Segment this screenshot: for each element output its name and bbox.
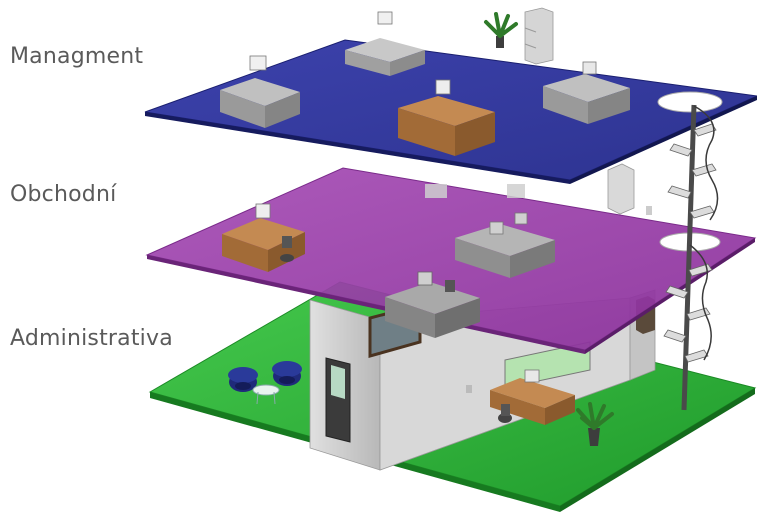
- top-file-cabinet: [524, 7, 554, 65]
- middle-floor-edge-right: [585, 238, 755, 354]
- ground-bin: [466, 385, 472, 393]
- middle-grey-desk-center: [455, 212, 555, 278]
- spiral-staircase: [663, 104, 719, 411]
- door-window: [331, 365, 345, 399]
- floor-label-sales: Obchodní: [10, 182, 117, 207]
- top-grey-desk-left: [220, 55, 300, 128]
- ground-floor-edge-right: [560, 388, 755, 512]
- top-monitor-back: [377, 11, 393, 25]
- middle-floor: [145, 163, 757, 354]
- middle-grey-desk-front: [385, 271, 480, 338]
- top-grey-desk-back: [345, 11, 425, 76]
- ground-plant: [576, 402, 614, 446]
- top-stair-opening: [657, 91, 723, 113]
- ground-monitor: [524, 369, 540, 383]
- top-monitor-left: [249, 55, 267, 71]
- armchair-right: [272, 361, 302, 386]
- middle-monitor-center: [489, 221, 504, 235]
- middle-floor-edge: [147, 255, 585, 354]
- round-glass-table: [252, 384, 280, 405]
- floor-label-management: Managment: [10, 44, 144, 69]
- top-plant: [484, 12, 518, 48]
- floor-label-administration: Administrativa: [10, 326, 173, 351]
- middle-chair-left: [280, 236, 294, 262]
- top-floor-edge: [145, 112, 570, 184]
- middle-copier: [607, 163, 635, 215]
- armchair-left: [228, 367, 258, 392]
- ground-wood-desk: [490, 369, 575, 425]
- top-floor: [144, 7, 757, 184]
- middle-bin: [646, 206, 652, 215]
- top-floor-edge-right: [570, 96, 757, 184]
- top-wood-desk: [398, 79, 495, 156]
- middle-monitor-left: [255, 203, 271, 219]
- top-monitor-center: [435, 79, 451, 95]
- ground-office-chair: [498, 404, 512, 423]
- top-grey-desk-right: [543, 61, 630, 124]
